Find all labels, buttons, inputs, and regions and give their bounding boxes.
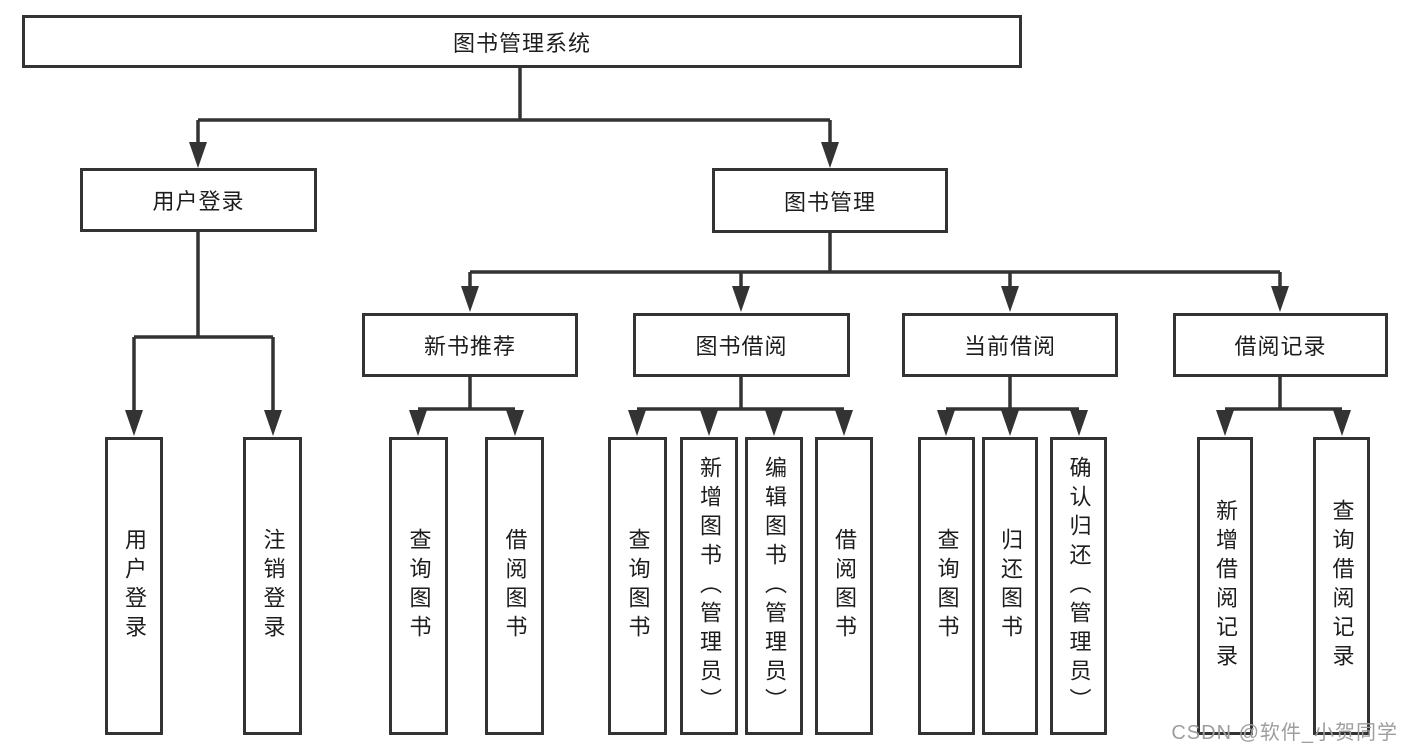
arrowhead xyxy=(1271,286,1289,312)
node-book-management: 图书管理 xyxy=(712,168,948,233)
leaf-edit-book-admin: 编辑图书（管理员） xyxy=(745,437,803,735)
node-root: 图书管理系统 xyxy=(22,15,1022,68)
leaf-query-books-current: 查询图书 xyxy=(918,437,975,735)
leaf-add-book-admin-label: 新增图书（管理员） xyxy=(697,455,722,717)
connector-path xyxy=(132,68,1342,414)
node-borrow-records-label: 借阅记录 xyxy=(1234,334,1327,359)
leaf-query-books-recommend-label: 查询图书 xyxy=(406,528,432,644)
arrowheads xyxy=(125,142,1351,436)
node-user-login-label: 用户登录 xyxy=(152,189,245,214)
arrowhead xyxy=(125,410,143,436)
arrowhead xyxy=(189,142,207,168)
arrowhead xyxy=(732,286,750,312)
arrowhead xyxy=(1333,410,1351,436)
leaf-logout: 注销登录 xyxy=(243,437,302,735)
arrowhead xyxy=(1001,286,1019,312)
leaf-edit-book-admin-label: 编辑图书（管理员） xyxy=(762,455,787,717)
leaf-confirm-return-admin-label: 确认归还（管理员） xyxy=(1066,455,1092,717)
arrowhead xyxy=(835,410,853,436)
node-book-borrow: 图书借阅 xyxy=(633,313,850,377)
node-borrow-records: 借阅记录 xyxy=(1173,313,1388,377)
watermark: CSDN @软件_小贺同学 xyxy=(1171,722,1398,744)
arrowhead xyxy=(1070,410,1088,436)
leaf-borrow-books-recommend: 借阅图书 xyxy=(485,437,544,735)
arrowhead xyxy=(937,410,955,436)
arrowhead xyxy=(1216,410,1234,436)
node-user-login: 用户登录 xyxy=(80,168,317,232)
arrowhead xyxy=(1001,410,1019,436)
node-current-borrow: 当前借阅 xyxy=(902,313,1118,377)
arrowhead xyxy=(264,410,282,436)
leaf-return-book-label: 归还图书 xyxy=(998,528,1023,644)
arrowhead xyxy=(821,142,839,168)
leaf-query-books-borrow: 查询图书 xyxy=(608,437,667,735)
leaf-query-borrow-record-label: 查询借阅记录 xyxy=(1329,499,1355,673)
node-book-management-label: 图书管理 xyxy=(783,189,876,215)
leaf-logout-label: 注销登录 xyxy=(260,528,286,644)
arrowhead xyxy=(765,410,783,436)
node-current-borrow-label: 当前借阅 xyxy=(963,334,1056,359)
leaf-user-login-label: 用户登录 xyxy=(122,528,147,644)
arrowhead xyxy=(409,410,427,436)
node-book-borrow-label: 图书借阅 xyxy=(695,334,788,359)
leaf-user-login: 用户登录 xyxy=(105,437,163,735)
leaf-query-borrow-record: 查询借阅记录 xyxy=(1313,437,1370,735)
leaf-query-books-current-label: 查询图书 xyxy=(934,528,960,644)
node-root-label: 图书管理系统 xyxy=(452,30,591,56)
leaf-return-book: 归还图书 xyxy=(982,437,1038,735)
node-new-book-recommend: 新书推荐 xyxy=(362,313,578,377)
leaf-add-borrow-record-label: 新增借阅记录 xyxy=(1213,499,1238,673)
leaf-add-book-admin: 新增图书（管理员） xyxy=(680,437,738,735)
arrowhead xyxy=(700,410,718,436)
leaf-confirm-return-admin: 确认归还（管理员） xyxy=(1050,437,1107,735)
arrowhead xyxy=(506,410,524,436)
arrowhead xyxy=(461,286,479,312)
leaf-query-books-borrow-label: 查询图书 xyxy=(625,528,651,644)
leaf-borrow-books-label: 借阅图书 xyxy=(832,528,857,644)
leaf-borrow-books-recommend-label: 借阅图书 xyxy=(502,528,528,644)
node-new-book-recommend-label: 新书推荐 xyxy=(423,334,516,359)
leaf-query-books-recommend: 查询图书 xyxy=(389,437,448,735)
leaf-add-borrow-record: 新增借阅记录 xyxy=(1197,437,1253,735)
leaf-borrow-books: 借阅图书 xyxy=(815,437,873,735)
arrowhead xyxy=(628,410,646,436)
